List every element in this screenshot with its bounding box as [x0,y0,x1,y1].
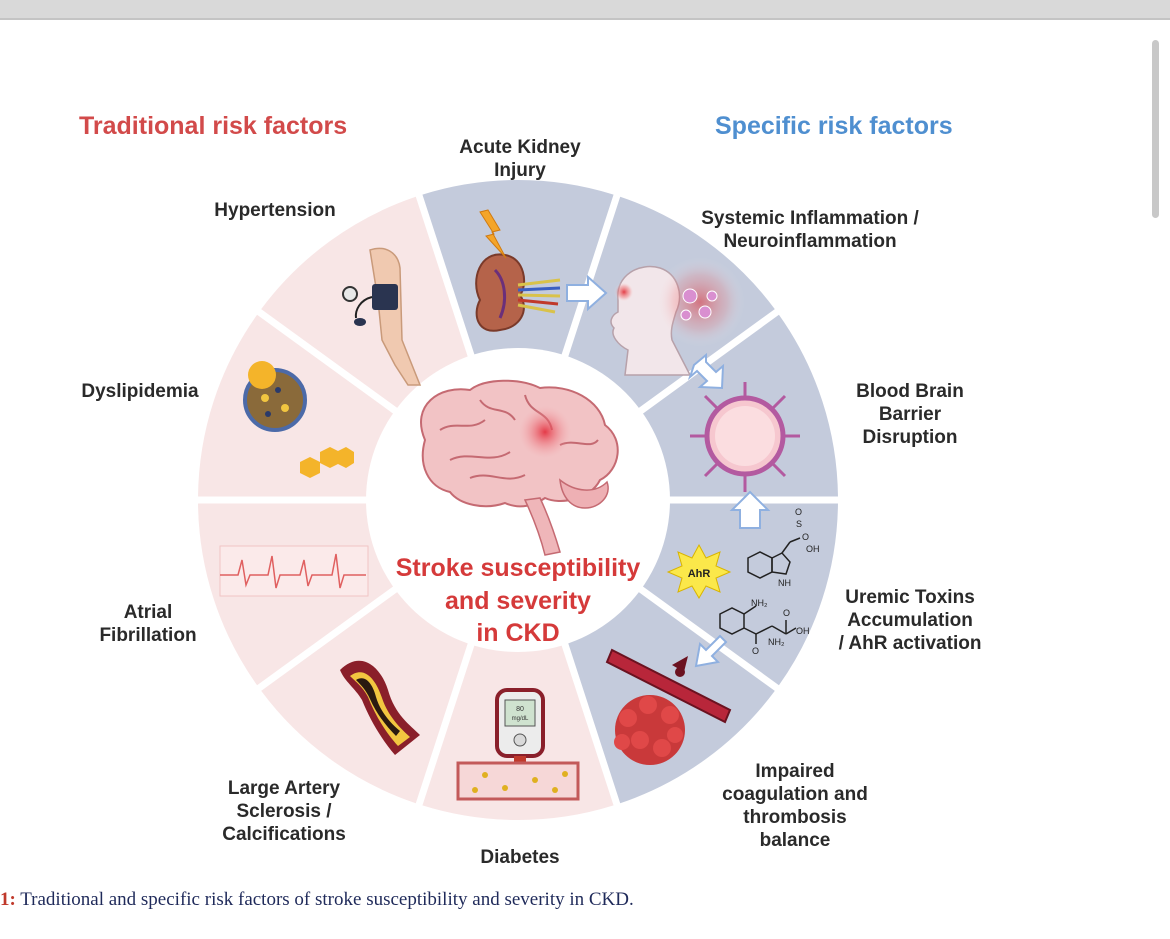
figure-caption-text: Traditional and specific risk factors of… [15,889,634,910]
segment-uremic-toxins [641,503,838,686]
chem-nh2-top: NH₂ [751,598,768,608]
figure-caption: 1: Traditional and specific risk factors… [0,889,634,911]
label-dyslipidemia-line1: Dyslipidemia [81,381,199,402]
up-arrow-icon [729,490,771,529]
chem-o-2: O [795,507,802,517]
label-afib-line2: Fibrillation [99,625,197,646]
label-blood-brain-barrier: Blood Brain Barrier Disruption [840,380,980,449]
scrollbar-thumb[interactable] [1152,40,1159,218]
browser-top-bar [0,0,1170,20]
segment-impaired-coagulation [567,590,775,804]
thrombus-icon [605,648,732,765]
glucometer-icon: 80 mg/dL [495,688,545,770]
label-coagulation-line2: coagulation and [722,784,868,805]
label-hypertension: Hypertension [200,199,350,222]
glucose-value: 80 [516,706,524,713]
label-afib-line1: Atrial [123,602,173,623]
cholesterol-hexagon-icon [300,447,354,478]
chem-o-4: O [752,646,759,656]
label-systemic-inflammation: Systemic Inflammation / Neuroinflammatio… [690,207,930,253]
segment-hypertension [261,196,469,410]
ecg-icon [219,545,369,597]
label-artery-line3: Calcifications [222,824,346,845]
label-artery-line1: Large Artery [227,778,341,799]
label-hypertension-line1: Hypertension [214,200,336,221]
label-bbb-line1: Blood Brain [856,381,964,402]
lipoprotein-icon [243,361,307,432]
arrow-icon [566,274,608,312]
label-coagulation-line3: thrombosis [743,807,847,828]
label-coagulation-line1: Impaired [755,761,835,782]
label-bbb-line3: Disruption [862,427,958,448]
blood-pressure-arm-icon [342,247,422,386]
chem-nh2-bottom: NH₂ [768,637,785,647]
chem-nh: NH [778,578,791,588]
label-diabetes-line1: Diabetes [480,847,560,868]
label-aki-line1: Acute Kidney [459,137,581,158]
down-arrow-icon [694,634,728,668]
kynurenine-molecule-icon: NH₂ O OH NH₂ O [719,598,810,656]
label-artery-line2: Sclerosis / [236,801,332,822]
label-coagulation-line4: balance [759,830,831,851]
label-impaired-coagulation: Impaired coagulation and thrombosis bala… [710,760,880,852]
label-uremic-toxins: Uremic Toxins Accumulation / AhR activat… [830,586,990,655]
specific-risk-heading: Specific risk factors [715,112,953,140]
figure-number: 1: [0,889,16,910]
chem-oh-2: OH [796,626,810,636]
label-uremic-line3: / AhR activation [838,633,982,654]
glucose-unit: mg/dL [512,716,529,722]
chem-o-1: O [802,532,809,542]
double-arrow-icon [687,352,725,390]
indoxyl-sulfate-molecule-icon: O S O OH NH [747,507,820,588]
center-title-line1: Stroke susceptibility [396,554,641,582]
label-uremic-line1: Uremic Toxins [845,587,975,608]
brain-icon [420,379,619,556]
label-aki-line2: Injury [494,160,546,181]
chem-s: S [796,519,802,529]
traditional-risk-heading: Traditional risk factors [79,112,348,140]
label-dyslipidemia: Dyslipidemia [70,380,210,403]
head-inflammation-icon [610,257,745,376]
label-inflammation-line2: Neuroinflammation [723,231,897,252]
label-bbb-line2: Barrier [878,404,942,425]
blood-vessel-icon [690,382,800,492]
ahr-label: AhR [688,568,711,580]
label-uremic-line2: Accumulation [847,610,973,631]
blood-vessel-glucose-icon [456,761,580,801]
label-diabetes: Diabetes [460,846,580,869]
center-title-line3: in CKD [476,619,559,647]
kidney-icon [475,209,561,332]
label-inflammation-line1: Systemic Inflammation / [701,208,919,229]
chem-oh-1: OH [806,544,820,554]
chem-o-3: O [783,608,790,618]
label-atrial-fibrillation: Atrial Fibrillation [88,601,208,647]
center-title-line2: and severity [445,587,591,615]
label-acute-kidney-injury: Acute Kidney Injury [440,136,600,182]
calcified-artery-icon [340,660,420,755]
label-large-artery: Large Artery Sclerosis / Calcifications [204,777,364,846]
ahr-star-icon: AhR [666,543,732,599]
